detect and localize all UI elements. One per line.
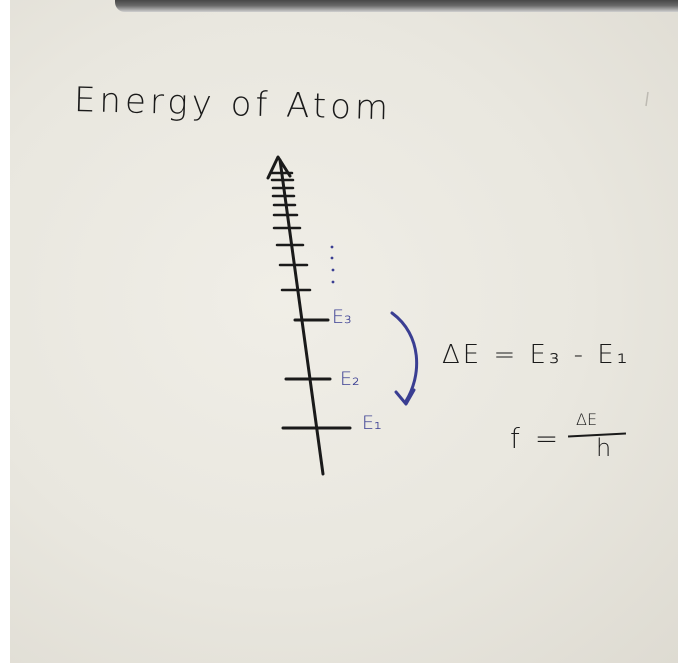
whiteboard-photo: Energy of Atom xyxy=(10,0,678,663)
transition-arrow xyxy=(390,311,419,403)
delta-energy-equation: ΔE = E₃ - E₁ xyxy=(442,340,631,370)
energy-axis-line xyxy=(278,158,325,476)
stray-mark xyxy=(645,91,649,107)
transition-arrow-head xyxy=(394,388,416,406)
frequency-denominator: h xyxy=(596,434,612,462)
level-label-e2: E₂ xyxy=(340,368,360,390)
frequency-equation: f = ΔE h xyxy=(510,410,650,472)
ellipsis-dots xyxy=(330,245,335,284)
frequency-numerator: ΔE xyxy=(576,410,598,429)
axis-ticks xyxy=(270,171,312,292)
energy-axis-sketch xyxy=(266,91,649,476)
frequency-lhs: f = xyxy=(510,422,562,455)
level-label-e3: E₃ xyxy=(332,306,352,328)
marker-tray-edge xyxy=(115,0,678,12)
axis-arrow-head xyxy=(266,155,292,180)
level-label-e1: E₁ xyxy=(362,412,382,434)
